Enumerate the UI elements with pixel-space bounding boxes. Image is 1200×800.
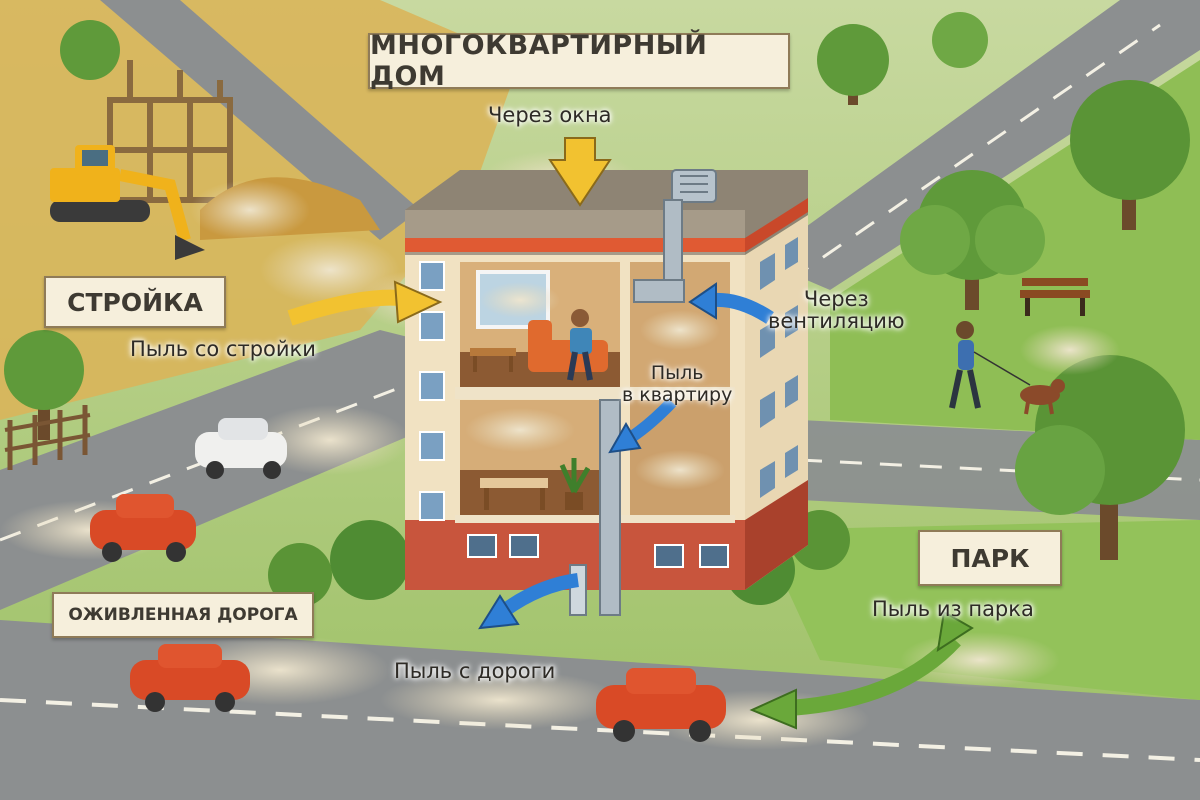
table-lower [480,478,548,510]
indoor-dust [465,282,725,490]
zone-tag-road: ОЖИВЛЕННАЯ ДОРОГА [52,592,314,638]
sofa-icon [528,309,608,381]
excavator-icon [50,145,205,260]
arrow-dust-from-park [749,610,974,730]
plant-icon [559,458,591,510]
label-through-ventilation: Через вентиляцию [768,288,905,332]
arrow-dust-from-construction [287,280,443,326]
label-dust-into-apartment: Пыль в квартиру [622,362,732,406]
zone-tag-park: ПАРК [918,530,1062,586]
label-through-ventilation-line2: вентиляцию [768,309,905,333]
car-icon [596,668,726,742]
arrow-through-ventilation [688,282,774,324]
zone-tag-construction: СТРОЙКА [44,276,226,328]
arrow-dust-into-apartment [608,397,677,454]
road-top-left [100,0,420,240]
label-dust-into-apartment-line2: в квартиру [622,384,733,406]
car-icon [130,644,250,712]
label-dust-into-apartment-line1: Пыль [650,362,704,384]
car-icon [90,494,196,562]
bench-icon [1020,278,1090,316]
tree-icon [817,24,889,105]
person-walking-dog-icon [949,321,1065,415]
coffee-table [470,348,516,372]
tree-icon [900,170,1045,310]
arrow-dust-from-road [478,573,580,630]
label-dust-from-park: Пыль из парка [872,597,1034,621]
label-through-windows: Через окна [488,103,612,127]
fence [4,405,91,470]
car-icon [195,418,287,479]
tree-icon [1070,80,1190,230]
tree-icon [1015,355,1185,560]
page-title: МНОГОКВАРТИРНЫЙ ДОМ [368,30,790,92]
label-dust-from-road: Пыль с дороги [394,659,556,683]
park-lawn-lower [760,520,1200,700]
arrow-through-windows [548,137,612,207]
label-through-ventilation-line1: Через [803,287,869,311]
label-dust-from-construction: Пыль со стройки [130,337,316,361]
